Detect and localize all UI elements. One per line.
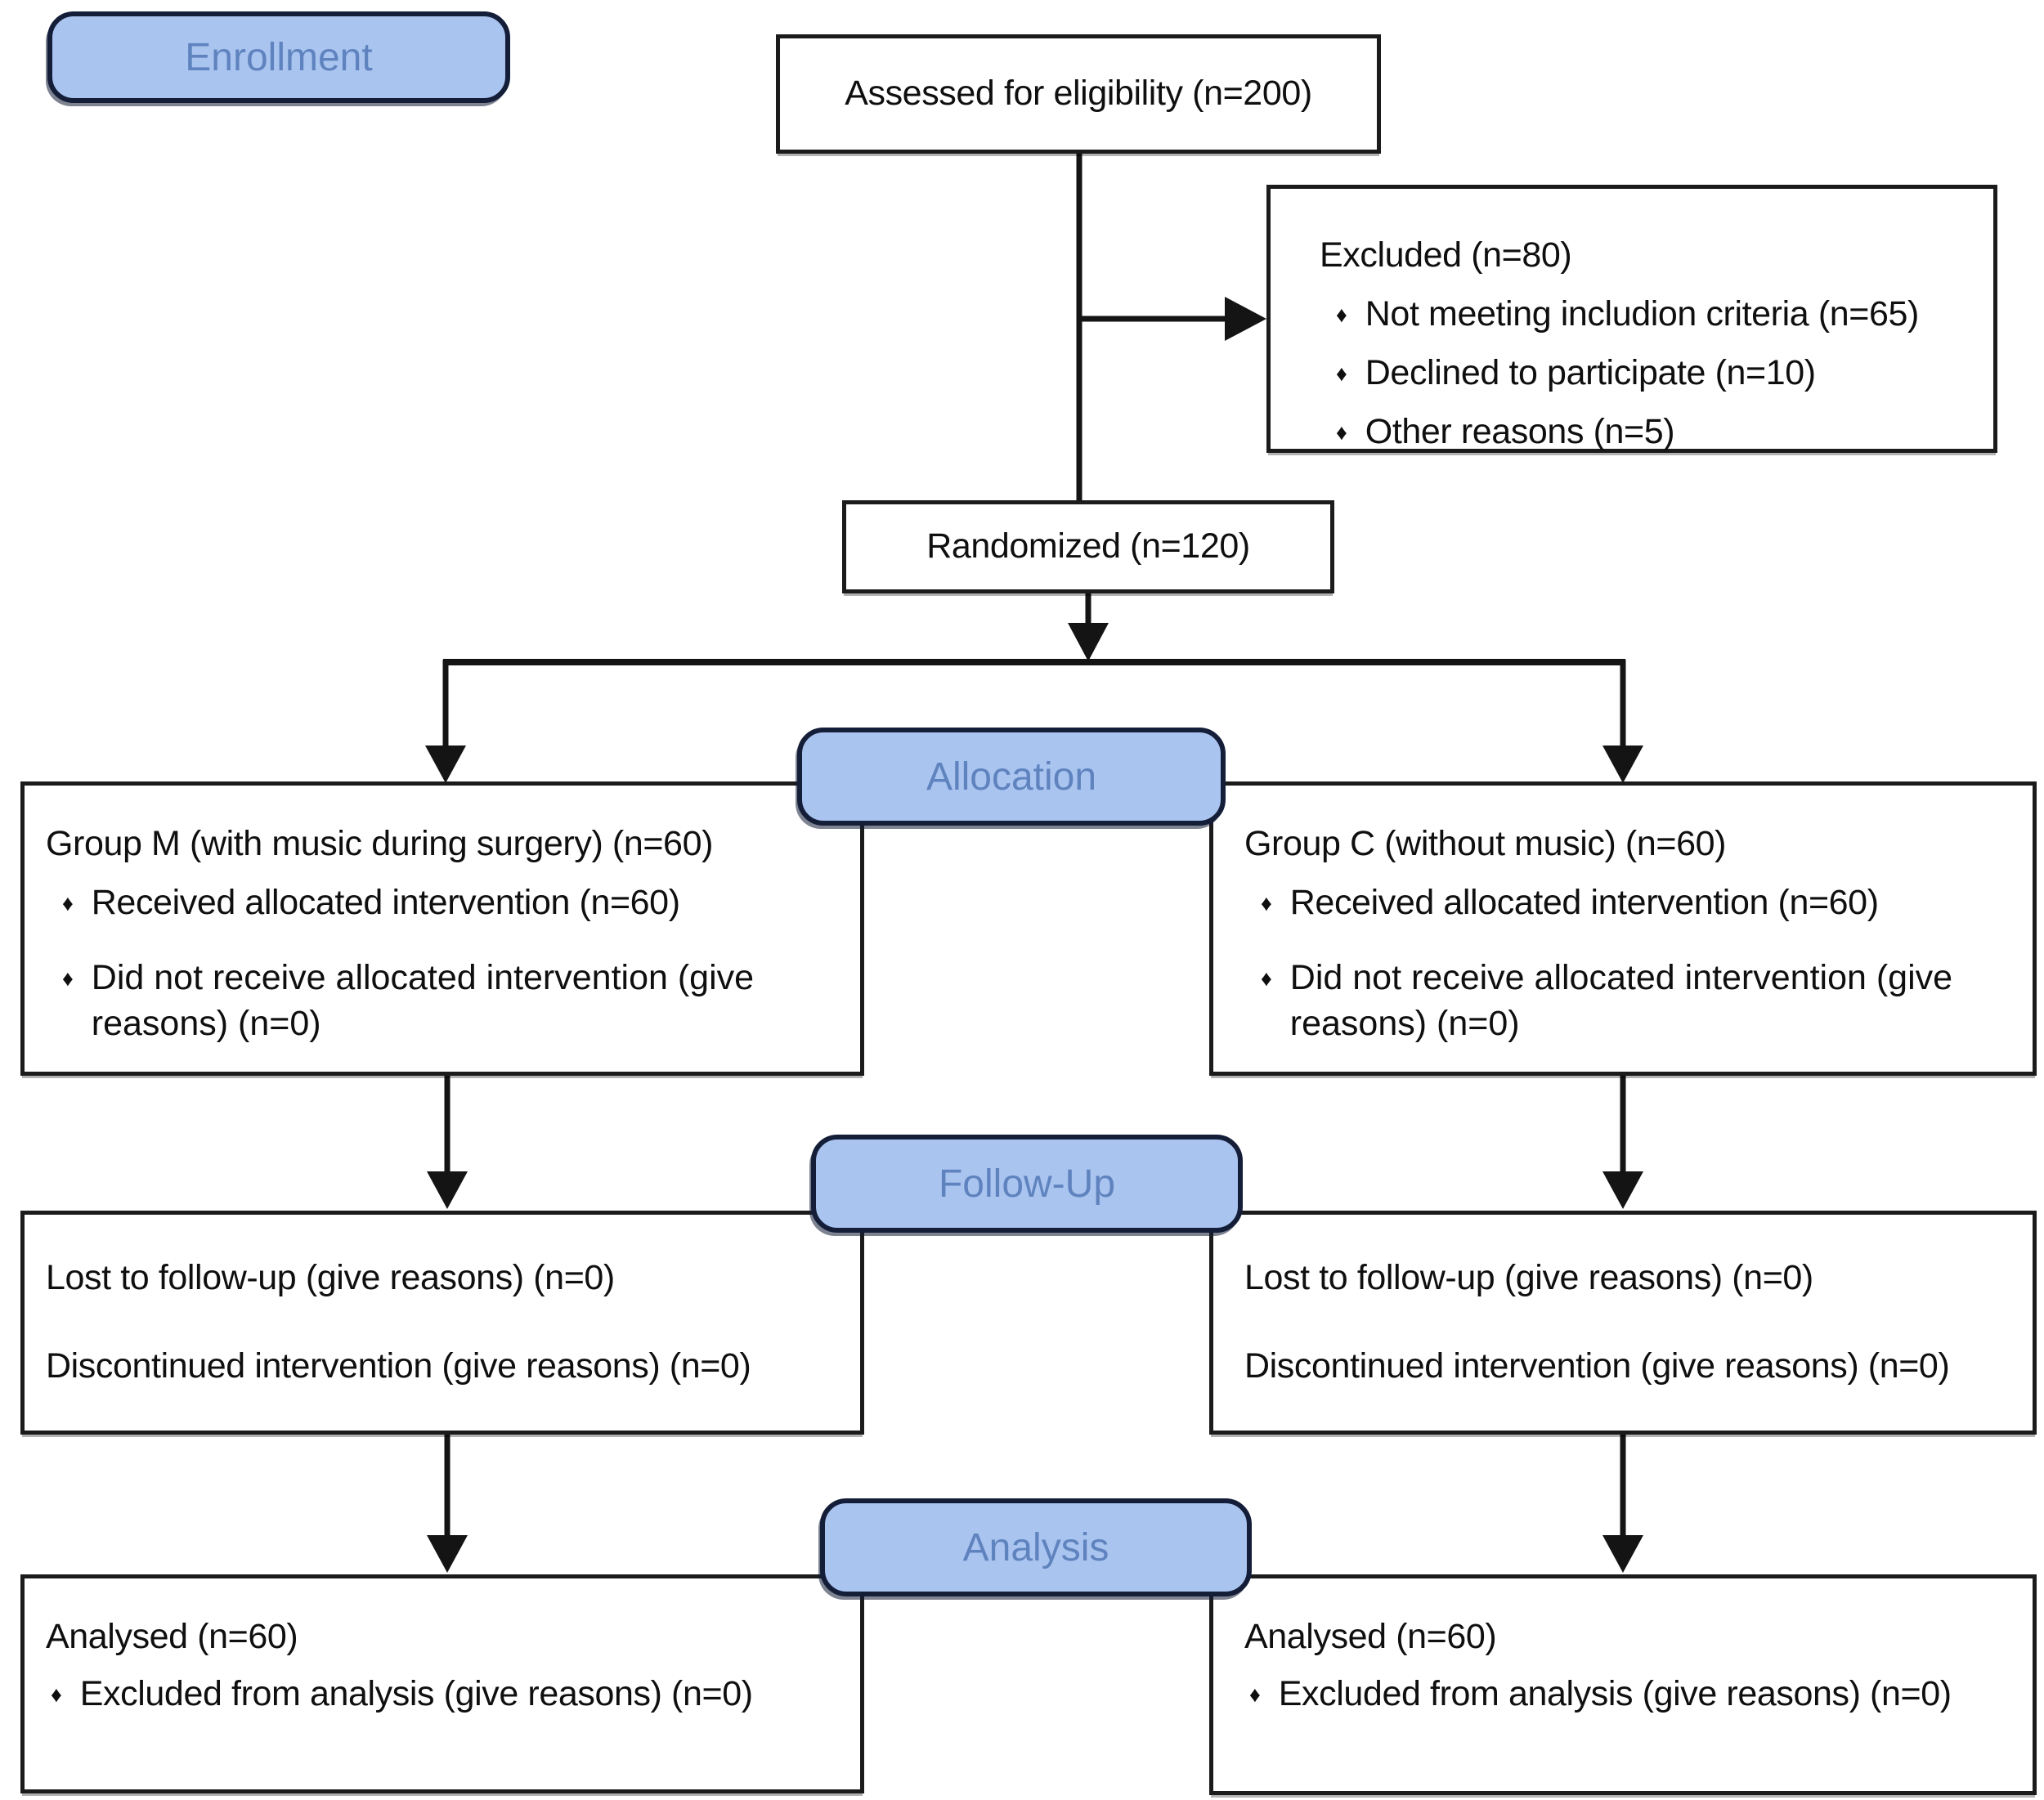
excluded-bullet-text: Other reasons (n=5): [1365, 411, 1675, 451]
stage-label-analysis: Analysis: [820, 1498, 1252, 1596]
box-followup-right: Lost to follow-up (give reasons) (n=0) D…: [1209, 1211, 2037, 1435]
diamond-bullet-icon: ♦: [1261, 965, 1272, 991]
arrow-rail-to-group-c-head: [1602, 746, 1643, 783]
diamond-bullet-icon: ♦: [1261, 890, 1272, 916]
analysis-left-bullet-row: ♦ Excluded from analysis (give reasons) …: [51, 1672, 842, 1717]
box-followup-left: Lost to follow-up (give reasons) (n=0) D…: [20, 1211, 864, 1435]
stage-label-followup: Follow-Up: [811, 1135, 1243, 1233]
excluded-bullet-text: Declined to participate (n=10): [1365, 352, 1816, 392]
analysis-right-title: Analysed (n=60): [1244, 1617, 1497, 1656]
group-m-bullet-row: ♦ Received allocated intervention (n=60): [62, 880, 842, 926]
excluded-bullet-text: Not meeting includion criteria (n=65): [1365, 293, 1920, 334]
excluded-bullet-row: ♦ Other reasons (n=5): [1336, 410, 1979, 455]
box-group-m: Group M (with music during surgery) (n=6…: [20, 781, 864, 1076]
arrow-to-excluded-head: [1225, 297, 1266, 341]
box-assessed: Assessed for eligibility (n=200): [776, 34, 1381, 154]
diamond-bullet-icon: ♦: [1249, 1681, 1261, 1707]
arrow-group-c-to-followup-head: [1602, 1171, 1643, 1209]
analysis-right-bullet-row: ♦ Excluded from analysis (give reasons) …: [1249, 1672, 2015, 1717]
group-m-bullet-text: Received allocated intervention (n=60): [91, 882, 680, 922]
excluded-bullet-row: ♦ Not meeting includion criteria (n=65): [1336, 292, 1979, 338]
arrow-followup-to-analysis-left-head: [427, 1535, 468, 1573]
followup-left-line: Lost to follow-up (give reasons) (n=0): [46, 1258, 615, 1297]
followup-right-line: Discontinued intervention (give reasons)…: [1244, 1346, 1950, 1386]
assessed-text: Assessed for eligibility (n=200): [845, 74, 1312, 114]
group-c-title: Group C (without music) (n=60): [1244, 824, 1727, 863]
diamond-bullet-icon: ♦: [62, 890, 74, 916]
analysis-left-title: Analysed (n=60): [46, 1617, 298, 1656]
arrow-followup-to-analysis-right-head: [1602, 1535, 1643, 1573]
box-randomized: Randomized (n=120): [842, 500, 1334, 593]
followup-right-line: Lost to follow-up (give reasons) (n=0): [1244, 1258, 1813, 1297]
excluded-bullet-row: ♦ Declined to participate (n=10): [1336, 351, 1979, 396]
randomized-text: Randomized (n=120): [926, 526, 1250, 566]
group-m-bullet-text: Did not receive allocated intervention (…: [91, 957, 755, 1043]
group-c-bullet-row: ♦ Did not receive allocated intervention…: [1261, 956, 2015, 1047]
diamond-bullet-icon: ♦: [62, 965, 74, 991]
diamond-bullet-icon: ♦: [1336, 360, 1347, 386]
group-c-bullet-text: Received allocated intervention (n=60): [1289, 882, 1879, 922]
diamond-bullet-icon: ♦: [1336, 419, 1347, 445]
group-c-bullet-row: ♦ Received allocated intervention (n=60): [1261, 880, 2015, 926]
analysis-left-bullet-text: Excluded from analysis (give reasons) (n…: [79, 1673, 753, 1713]
stage-label-allocation: Allocation: [797, 728, 1226, 826]
box-analysis-left: Analysed (n=60) ♦ Excluded from analysis…: [20, 1574, 864, 1793]
arrow-rail-to-group-m-head: [425, 746, 466, 783]
arrow-group-m-to-followup-head: [427, 1171, 468, 1209]
followup-left-line: Discontinued intervention (give reasons)…: [46, 1346, 751, 1386]
box-analysis-right: Analysed (n=60) ♦ Excluded from analysis…: [1209, 1574, 2037, 1795]
box-excluded: Excluded (n=80) ♦ Not meeting includion …: [1266, 185, 1997, 453]
diamond-bullet-icon: ♦: [51, 1681, 62, 1707]
stage-label-enrollment: Enrollment: [47, 11, 510, 103]
box-group-c: Group C (without music) (n=60) ♦ Receive…: [1209, 781, 2037, 1076]
analysis-right-bullet-text: Excluded from analysis (give reasons) (n…: [1278, 1673, 1952, 1713]
diamond-bullet-icon: ♦: [1336, 302, 1347, 327]
group-m-bullet-row: ♦ Did not receive allocated intervention…: [62, 956, 842, 1047]
group-m-title: Group M (with music during surgery) (n=6…: [46, 824, 714, 863]
group-c-bullet-text: Did not receive allocated intervention (…: [1289, 957, 1953, 1043]
excluded-title: Excluded (n=80): [1320, 235, 1572, 275]
arrow-randomized-to-rail-head: [1068, 623, 1109, 661]
